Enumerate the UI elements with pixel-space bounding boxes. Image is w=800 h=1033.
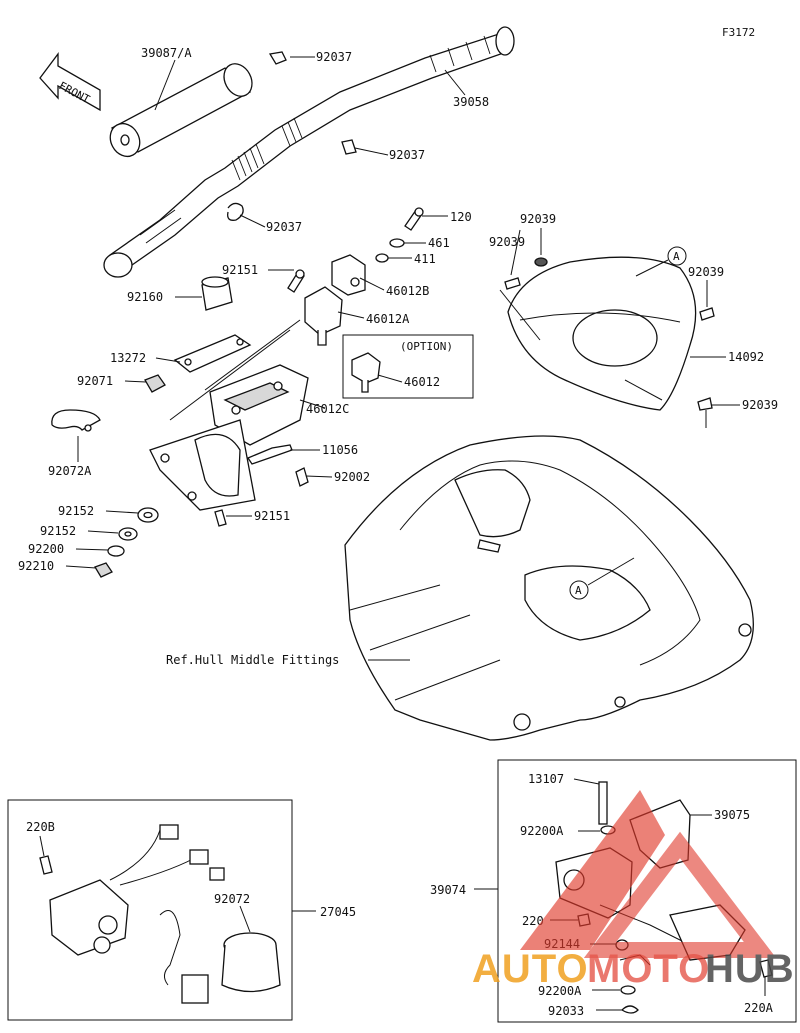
part-number-92037-mid[interactable]: 92037 bbox=[389, 148, 425, 162]
bolt-92002[interactable] bbox=[295, 467, 309, 487]
part-number-120[interactable]: 120 bbox=[450, 210, 472, 224]
part-number-92037-low[interactable]: 92037 bbox=[266, 220, 302, 234]
hull-middle-fittings bbox=[344, 435, 754, 741]
part-number-92152-a[interactable]: 92152 bbox=[58, 504, 94, 518]
option-box: (OPTION) bbox=[342, 334, 474, 399]
washer-92200[interactable] bbox=[107, 545, 125, 557]
part-number-13107[interactable]: 13107 bbox=[528, 772, 564, 786]
washer-92152-a[interactable] bbox=[137, 507, 159, 523]
screw-220A[interactable] bbox=[759, 959, 773, 996]
part-number-92071[interactable]: 92071 bbox=[77, 374, 113, 388]
part-number-92039-c[interactable]: 92039 bbox=[688, 265, 724, 279]
part-number-92160[interactable]: 92160 bbox=[127, 290, 163, 304]
box-39074 bbox=[474, 759, 797, 1023]
clamp-92072[interactable] bbox=[159, 905, 281, 1004]
screw-92037-top[interactable] bbox=[268, 51, 287, 65]
part-number-92072[interactable]: 92072 bbox=[214, 892, 250, 906]
callout-a-cover: A bbox=[635, 246, 687, 277]
callout-a-hull: A bbox=[569, 557, 635, 600]
cover-14092[interactable] bbox=[507, 256, 697, 411]
handlebar-39058[interactable] bbox=[103, 26, 515, 278]
washer-92200A-b[interactable] bbox=[592, 985, 636, 995]
bolt-92151-top[interactable] bbox=[287, 269, 305, 293]
part-number-92002[interactable]: 92002 bbox=[334, 470, 370, 484]
part-number-39075[interactable]: 39075 bbox=[714, 808, 750, 822]
switch-assy-27045[interactable] bbox=[49, 824, 225, 956]
clamp-band-92072A[interactable] bbox=[51, 409, 101, 432]
part-number-39058[interactable]: 39058 bbox=[453, 95, 489, 109]
part-number-39074[interactable]: 39074 bbox=[430, 883, 466, 897]
part-number-92151-low[interactable]: 92151 bbox=[254, 509, 290, 523]
part-number-92033[interactable]: 92033 bbox=[548, 1004, 584, 1018]
clamp-46012B[interactable] bbox=[331, 254, 366, 296]
screw-92037-mid[interactable] bbox=[341, 139, 357, 155]
clamp-46012A[interactable] bbox=[304, 286, 343, 346]
part-number-46012A[interactable]: 46012A bbox=[366, 312, 410, 326]
part-number-92151-top[interactable]: 92151 bbox=[222, 263, 258, 277]
pin-13107[interactable] bbox=[573, 778, 608, 825]
part-number-14092[interactable]: 14092 bbox=[728, 350, 764, 364]
part-number-220A[interactable]: 220A bbox=[744, 1001, 774, 1015]
option-label: (OPTION) bbox=[400, 340, 453, 353]
svg-text:A: A bbox=[575, 584, 582, 597]
part-number-461[interactable]: 461 bbox=[428, 236, 450, 250]
clip-92033[interactable] bbox=[596, 1005, 639, 1014]
grommet-92039-c[interactable] bbox=[699, 307, 715, 321]
bolt-220B[interactable] bbox=[39, 835, 53, 875]
part-number-220[interactable]: 220 bbox=[522, 914, 544, 928]
collar-92160[interactable] bbox=[201, 276, 233, 311]
part-number-92039-b[interactable]: 92039 bbox=[520, 212, 556, 226]
grommet-92039-b[interactable] bbox=[534, 257, 548, 267]
washer-461[interactable] bbox=[389, 238, 405, 248]
part-number-92200[interactable]: 92200 bbox=[28, 542, 64, 556]
bolt-92151-low[interactable] bbox=[214, 509, 227, 527]
part-number-92039-a[interactable]: 92039 bbox=[489, 235, 525, 249]
part-number-11056[interactable]: 11056 bbox=[322, 443, 358, 457]
bolt-120[interactable] bbox=[404, 207, 424, 231]
part-number-92200A-a[interactable]: 92200A bbox=[520, 824, 564, 838]
part-number-92037-top[interactable]: 92037 bbox=[316, 50, 352, 64]
washer-92152-b[interactable] bbox=[118, 527, 138, 541]
part-number-46012C[interactable]: 46012C bbox=[306, 402, 349, 416]
part-number-411[interactable]: 411 bbox=[414, 252, 436, 266]
part-number-92210[interactable]: 92210 bbox=[18, 559, 54, 573]
spring-11056[interactable] bbox=[247, 444, 293, 465]
watermark-text-hub: HUB bbox=[705, 947, 795, 991]
nut-92210[interactable] bbox=[94, 562, 113, 578]
part-number-46012B[interactable]: 46012B bbox=[386, 284, 429, 298]
watermark-text-moto: MOTO bbox=[587, 947, 710, 991]
nut-92071[interactable] bbox=[144, 374, 166, 393]
bracket-13272[interactable] bbox=[173, 334, 252, 373]
front-arrow-icon: FRONT bbox=[39, 52, 101, 112]
part-number-27045[interactable]: 27045 bbox=[320, 905, 356, 919]
part-number-92072A[interactable]: 92072A bbox=[48, 464, 92, 478]
clip-92037-low[interactable] bbox=[227, 202, 244, 221]
part-number-39087A[interactable]: 39087/A bbox=[141, 46, 192, 60]
grommet-92039-d[interactable] bbox=[697, 397, 713, 411]
part-number-92039-d[interactable]: 92039 bbox=[742, 398, 778, 412]
part-number-46012[interactable]: 46012 bbox=[404, 375, 440, 389]
part-number-220B[interactable]: 220B bbox=[26, 820, 55, 834]
figure-code: F3172 bbox=[722, 26, 755, 39]
grommet-92039-a[interactable] bbox=[504, 277, 521, 290]
watermark-logo: AUTO MOTO HUB bbox=[472, 790, 795, 991]
steering-holder-46012C[interactable] bbox=[149, 364, 309, 511]
part-number-92200A-b[interactable]: 92200A bbox=[538, 984, 582, 998]
part-number-13272[interactable]: 13272 bbox=[110, 351, 146, 365]
washer-411[interactable] bbox=[375, 253, 389, 263]
box-27045 bbox=[7, 799, 316, 1021]
ref-hull-label: Ref.Hull Middle Fittings bbox=[166, 653, 339, 667]
part-number-92152-b[interactable]: 92152 bbox=[40, 524, 76, 538]
svg-text:A: A bbox=[673, 250, 680, 263]
grip-39087A[interactable] bbox=[105, 59, 258, 162]
watermark-text-auto: AUTO bbox=[472, 947, 589, 991]
